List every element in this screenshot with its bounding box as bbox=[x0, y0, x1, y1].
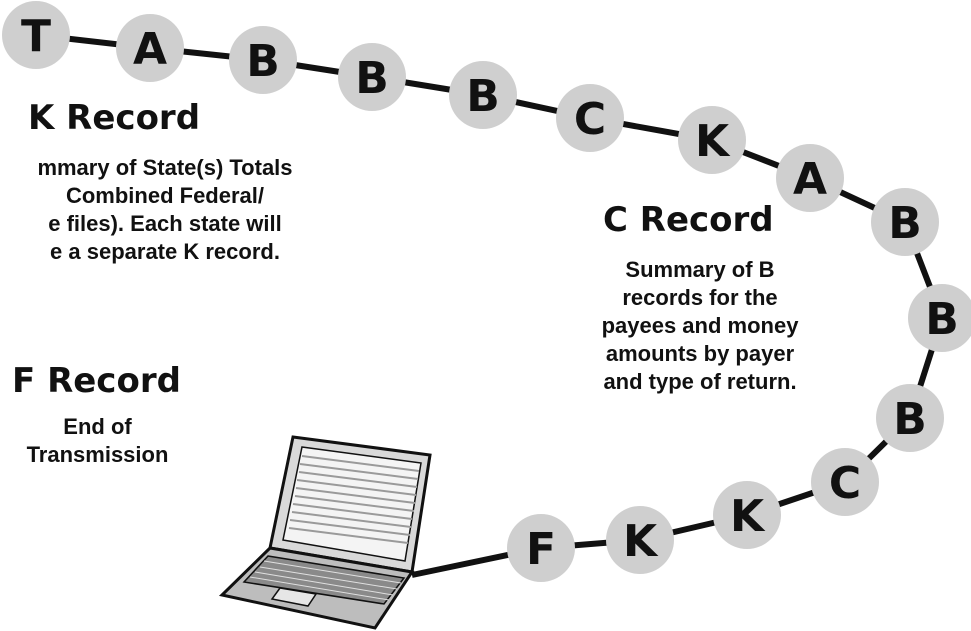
f-record-heading: F Record bbox=[12, 361, 181, 401]
c-record-line: and type of return. bbox=[603, 369, 797, 394]
record-node-letter: C bbox=[829, 458, 861, 509]
record-node-a: A bbox=[776, 144, 844, 212]
k-record-heading: K Record bbox=[28, 98, 201, 138]
record-node-circle bbox=[606, 506, 674, 574]
k-record-description: mmary of State(s) Totals Combined Federa… bbox=[0, 154, 425, 266]
record-node-letter: T bbox=[21, 11, 51, 62]
record-node-circle bbox=[811, 448, 879, 516]
record-node-a: A bbox=[116, 14, 184, 82]
record-node-circle bbox=[876, 384, 944, 452]
c-record-line: records for the bbox=[622, 285, 778, 310]
c-record-line: amounts by payer bbox=[605, 341, 795, 366]
record-node-c: C bbox=[811, 448, 879, 516]
c-record-heading: C Record bbox=[603, 200, 774, 240]
k-record-line: mmary of State(s) Totals bbox=[37, 155, 293, 180]
record-node-letter: B bbox=[355, 53, 389, 104]
f-record-line: End of bbox=[63, 414, 132, 439]
record-node-circle bbox=[678, 106, 746, 174]
record-node-letter: B bbox=[888, 198, 922, 249]
record-node-circle bbox=[338, 43, 406, 111]
k-record-line: e files). Each state will bbox=[48, 211, 282, 236]
k-record-line: Combined Federal/ bbox=[65, 183, 265, 208]
record-node-letter: F bbox=[526, 524, 556, 575]
c-record-description: Summary of B records for the payees and … bbox=[560, 256, 840, 396]
record-node-letter: A bbox=[793, 154, 827, 205]
laptop-icon bbox=[218, 435, 432, 630]
record-node-circle bbox=[449, 61, 517, 129]
record-node-circle bbox=[116, 14, 184, 82]
record-node-b: B bbox=[229, 26, 297, 94]
sequence-connector-line bbox=[35, 32, 945, 578]
c-record-line: payees and money bbox=[601, 313, 799, 338]
record-node-circle bbox=[713, 481, 781, 549]
record-node-letter: A bbox=[133, 24, 167, 75]
record-node-circle bbox=[2, 1, 70, 69]
record-node-circle bbox=[776, 144, 844, 212]
record-node-f: F bbox=[507, 514, 575, 582]
record-node-t: T bbox=[2, 1, 70, 69]
record-node-letter: B bbox=[925, 294, 959, 345]
record-node-b: B bbox=[338, 43, 406, 111]
record-node-b: B bbox=[871, 188, 939, 256]
record-node-b: B bbox=[908, 284, 971, 352]
record-node-circle bbox=[556, 84, 624, 152]
record-node-k: K bbox=[713, 481, 781, 549]
f-record-line: Transmission bbox=[26, 442, 169, 467]
record-node-b: B bbox=[449, 61, 517, 129]
record-node-letter: B bbox=[246, 36, 280, 87]
record-node-letter: B bbox=[893, 394, 927, 445]
record-node-letter: C bbox=[574, 94, 606, 145]
record-node-k: K bbox=[678, 106, 746, 174]
record-node-b: B bbox=[876, 384, 944, 452]
record-node-c: C bbox=[556, 84, 624, 152]
record-node-letter: K bbox=[695, 116, 731, 167]
record-node-circle bbox=[871, 188, 939, 256]
k-record-line: e a separate K record. bbox=[50, 239, 280, 264]
record-node-circle bbox=[908, 284, 971, 352]
c-record-line: Summary of B bbox=[625, 257, 775, 282]
record-node-k: K bbox=[606, 506, 674, 574]
record-node-letter: B bbox=[466, 71, 500, 122]
record-node-letter: K bbox=[623, 516, 659, 567]
record-node-circle bbox=[229, 26, 297, 94]
record-node-letter: K bbox=[730, 491, 766, 542]
f-record-description: End of Transmission bbox=[0, 413, 195, 469]
record-node-circle bbox=[507, 514, 575, 582]
